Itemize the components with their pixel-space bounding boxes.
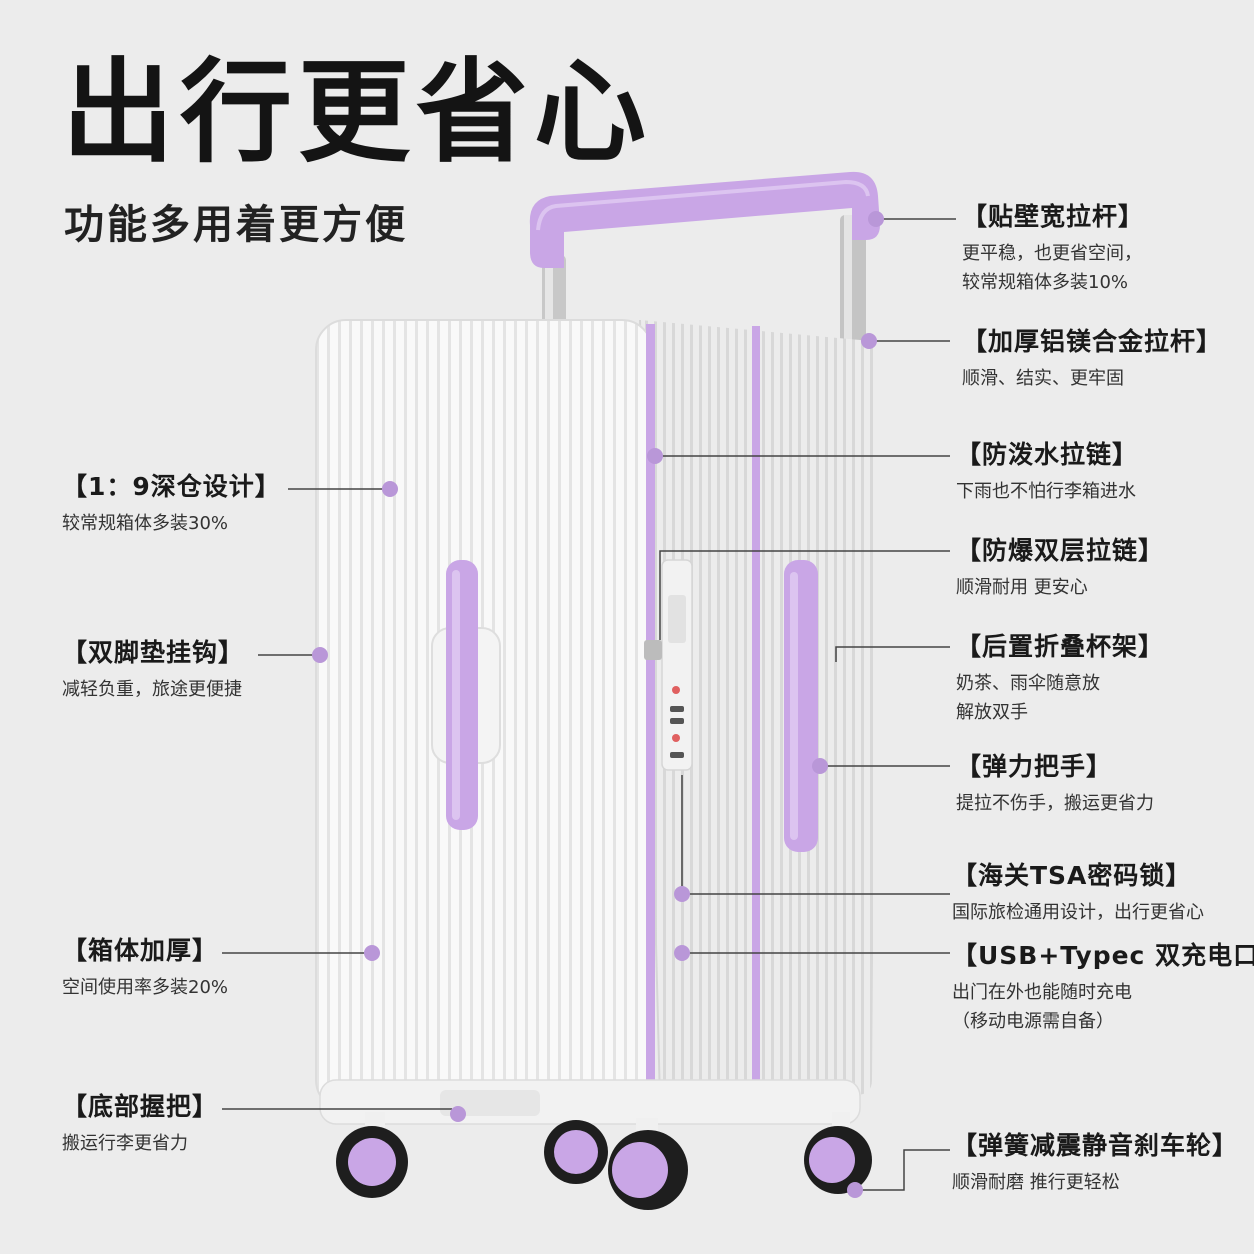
callout-double-zipper: 【防爆双层拉链】 顺滑耐用 更安心 [956,536,1164,603]
front-carry-handle [431,560,501,830]
callout-desc: 顺滑、结实、更牢固 [962,368,1124,389]
callout-title: 【USB+Typec 双充电口】 [952,941,1254,970]
callout-desc: 国际旅检通用设计，出行更省心 [952,902,1204,923]
callout-wide-handle: 【贴壁宽拉杆】 更平稳，也更省空间， 较常规箱体多装10% [962,202,1144,298]
leader-lines-left [222,481,466,1122]
callout-title: 【底部握把】 [62,1092,219,1121]
callout-title: 【后置折叠杯架】 [956,632,1165,661]
leader-lines-right [647,211,956,1198]
tsa-lock-panel [644,559,693,771]
callout-elastic-handle: 【弹力把手】 提拉不伤手，搬运更省力 [956,752,1154,819]
callout-desc: 较常规箱体多装30% [62,513,229,534]
callout-desc-line: （移动电源需自备） [952,1010,1114,1032]
callout-alloy-rod: 【加厚铝镁合金拉杆】 顺滑、结实、更牢固 [962,327,1222,394]
callout-desc-line: 更平稳，也更省空间， [962,243,1142,264]
callout-desc: 减轻负重，旅途更便捷 [62,679,242,700]
callout-desc-line: 较常规箱体多装10% [962,271,1129,293]
callout-desc: 更平稳，也更省空间， 较常规箱体多装10% [962,240,1144,298]
wheels [336,1112,872,1210]
callout-title: 【箱体加厚】 [62,936,219,965]
callout-title: 【加厚铝镁合金拉杆】 [962,327,1223,356]
callout-desc: 顺滑耐磨 推行更轻松 [952,1172,1120,1193]
callout-title: 【双脚垫挂钩】 [62,638,245,667]
callout-title: 【贴壁宽拉杆】 [962,202,1145,231]
callout-title: 【海关TSA密码锁】 [952,861,1192,890]
callout-deep-compartment: 【1：9深仓设计】 较常规箱体多装30% [62,472,281,539]
headline: 出行更省心 [62,48,652,178]
callout-desc-line: 解放双手 [956,701,1028,723]
callout-desc: 搬运行李更省力 [62,1133,188,1154]
callout-usb-port: 【USB+Typec 双充电口】 出门在外也能随时充电 （移动电源需自备） [952,941,1254,1037]
callout-desc: 空间使用率多装20% [62,977,229,998]
callout-title: 【防爆双层拉链】 [956,536,1165,565]
callout-bottom-grip: 【底部握把】 搬运行李更省力 [62,1092,218,1159]
callout-tsa-lock: 【海关TSA密码锁】 国际旅检通用设计，出行更省心 [952,861,1204,928]
callout-title: 【1：9深仓设计】 [62,472,281,501]
callout-dual-hook: 【双脚垫挂钩】 减轻负重，旅途更便捷 [62,638,244,705]
callout-title: 【防泼水拉链】 [956,440,1139,469]
callout-desc-line: 奶茶、雨伞随意放 [956,673,1100,694]
callout-cup-holder: 【后置折叠杯架】 奶茶、雨伞随意放 解放双手 [956,632,1164,728]
callout-spinner-wheels: 【弹簧减震静音刹车轮】 顺滑耐磨 推行更轻松 [952,1131,1238,1198]
callout-waterproof-zipper: 【防泼水拉链】 下雨也不怕行李箱进水 [956,440,1138,507]
callout-title: 【弹力把手】 [956,752,1113,781]
callout-desc: 提拉不伤手，搬运更省力 [956,793,1154,814]
subheadline: 功能多用着更方便 [64,202,408,248]
callout-desc: 顺滑耐用 更安心 [956,577,1088,598]
callout-desc: 出门在外也能随时充电 （移动电源需自备） [952,979,1254,1037]
callout-thick-body: 【箱体加厚】 空间使用率多装20% [62,936,228,1003]
callout-desc: 下雨也不怕行李箱进水 [956,481,1136,502]
side-carry-handle [784,560,818,852]
callout-desc-line: 出门在外也能随时充电 [952,982,1132,1003]
callout-title: 【弹簧减震静音刹车轮】 [952,1131,1239,1160]
callout-desc: 奶茶、雨伞随意放 解放双手 [956,670,1164,728]
